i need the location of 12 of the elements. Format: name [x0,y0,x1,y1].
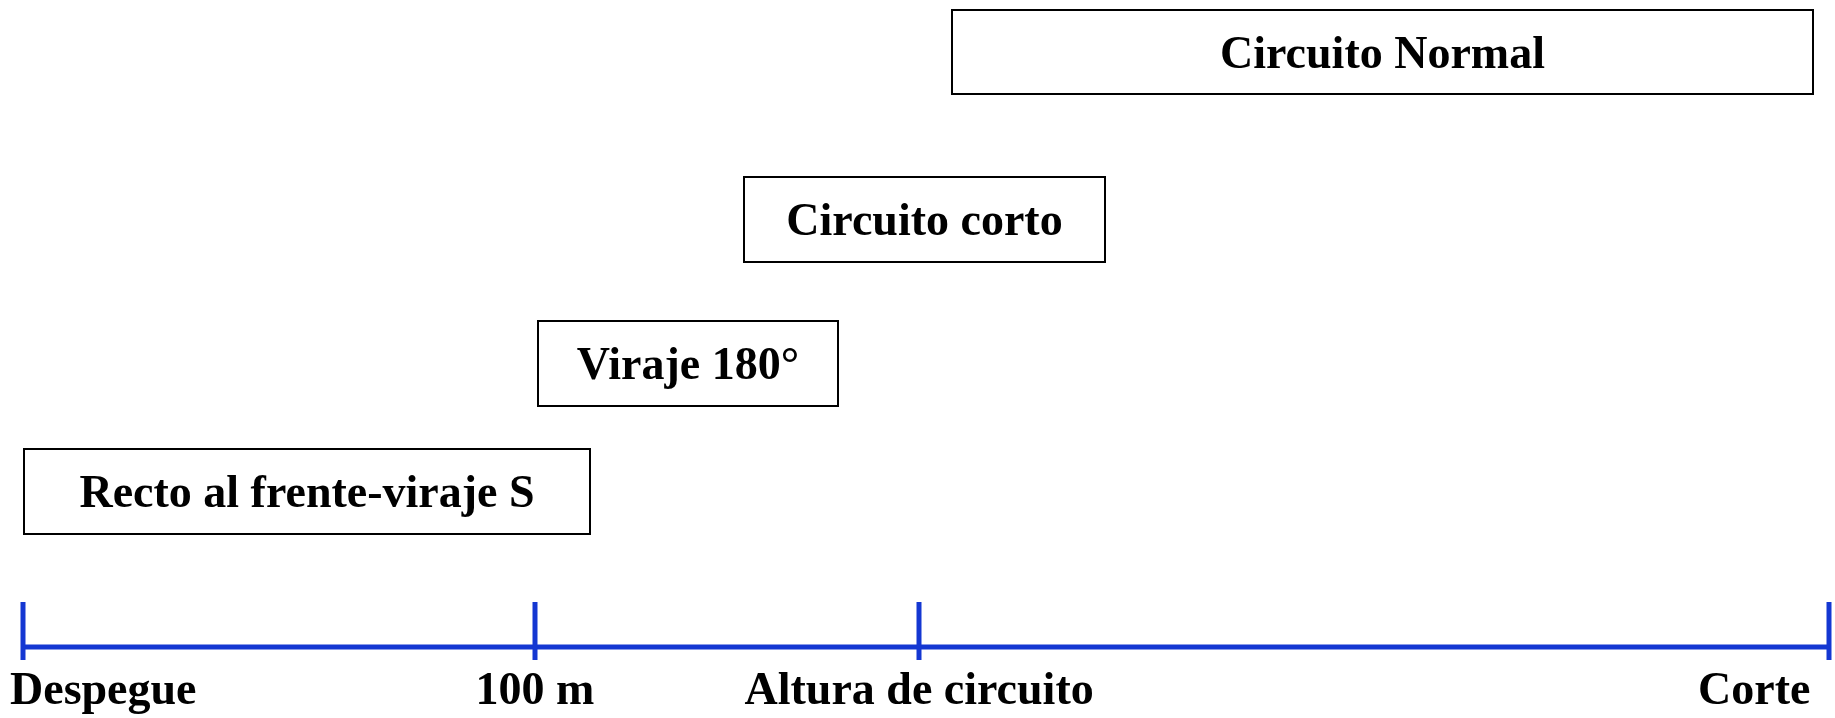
axis-label: Corte [1698,664,1811,714]
axis-label: Altura de circuito [744,664,1094,714]
phase-label: Circuito corto [786,193,1063,246]
phase-box [537,320,839,407]
axis-label: 100 m [475,664,595,714]
phase-label: Circuito Normal [1220,25,1545,79]
phase-label: Viraje 180° [576,337,800,390]
phase-box [743,176,1106,263]
phase-box [23,448,591,535]
axis-label: Despegue [10,664,197,714]
phase-label: Recto al frente-viraje S [79,465,535,518]
phase-box [951,9,1814,95]
